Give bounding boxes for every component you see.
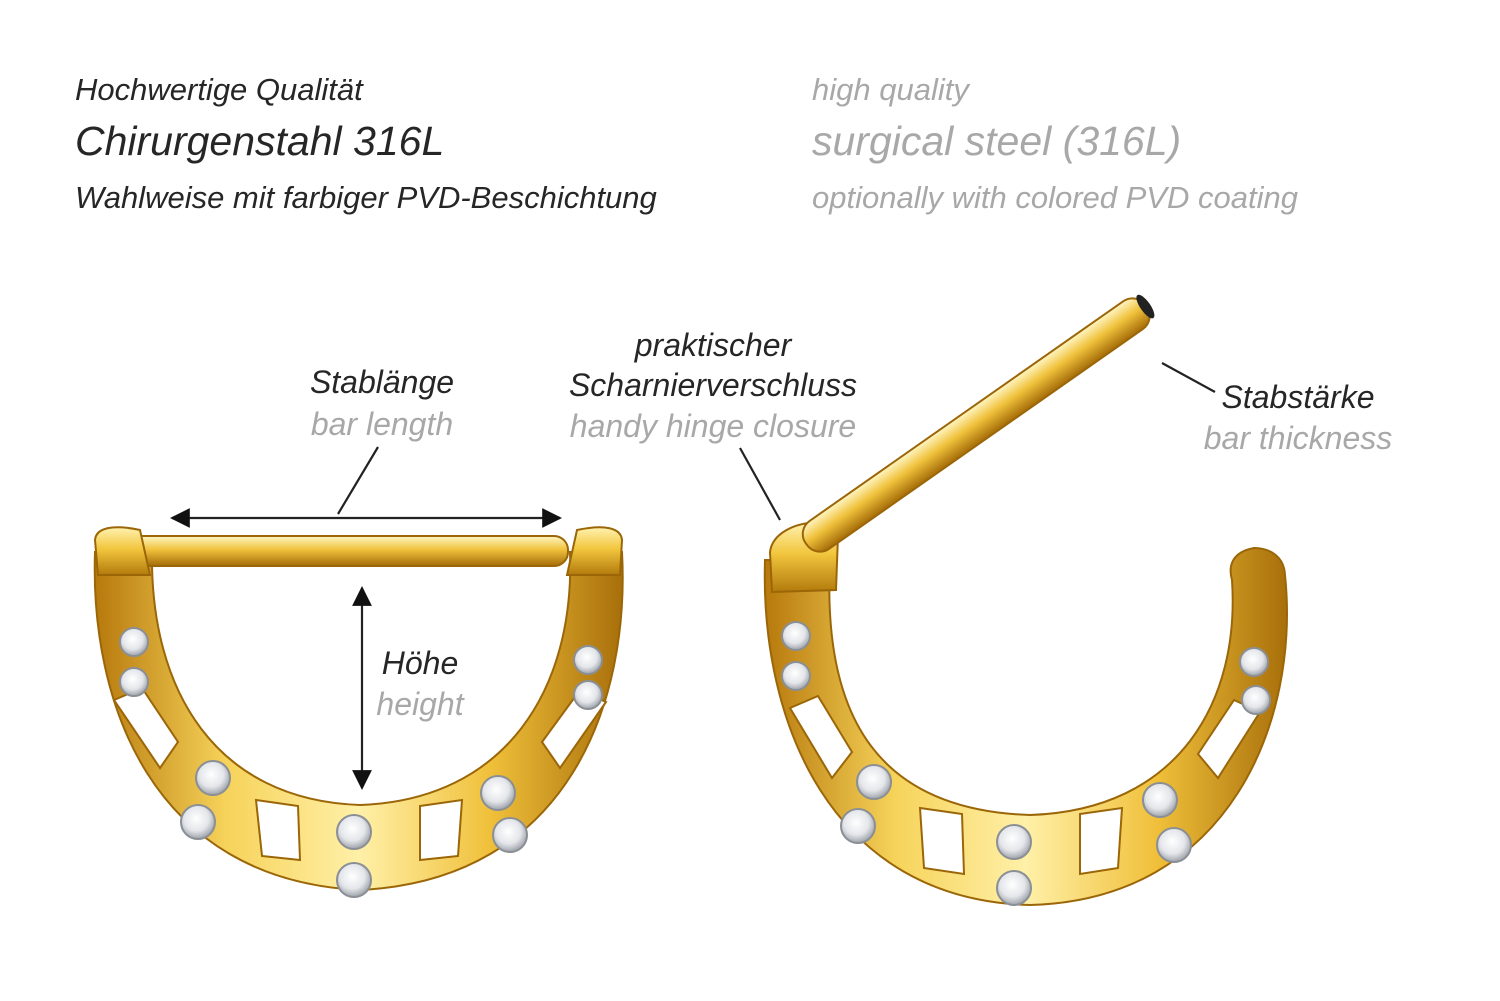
label-bar-length-en: bar length xyxy=(310,406,454,442)
header-de-material: Chirurgenstahl 316L xyxy=(75,118,445,164)
bar-length-leader xyxy=(337,446,379,515)
header-de-coating: Wahlweise mit farbiger PVD-Beschichtung xyxy=(75,180,657,215)
header-en-coating: optionally with colored PVD coating xyxy=(812,180,1298,215)
label-hinge-de-1: praktischer xyxy=(634,327,792,363)
label-hinge-en: handy hinge closure xyxy=(569,408,857,444)
annotation-lines xyxy=(170,362,1216,790)
hinge-leader xyxy=(739,447,781,521)
label-bar-length-de: Stablänge xyxy=(309,364,455,400)
label-bar-thickness-de: Stabstärke xyxy=(1221,379,1375,415)
header-en-material: surgical steel (316L) xyxy=(812,118,1182,164)
right-jewelry-open xyxy=(763,294,1288,907)
label-height-en: height xyxy=(376,686,464,722)
header-de-quality: Hochwertige Qualität xyxy=(75,72,363,107)
left-jewelry-closed xyxy=(93,526,624,898)
header-en-quality: high quality xyxy=(812,72,969,107)
bar-thickness-leader xyxy=(1161,362,1216,393)
label-bar-thickness-en: bar thickness xyxy=(1203,420,1393,456)
label-height-de: Höhe xyxy=(381,645,459,681)
label-hinge-de-2: Scharnierverschluss xyxy=(568,367,858,403)
